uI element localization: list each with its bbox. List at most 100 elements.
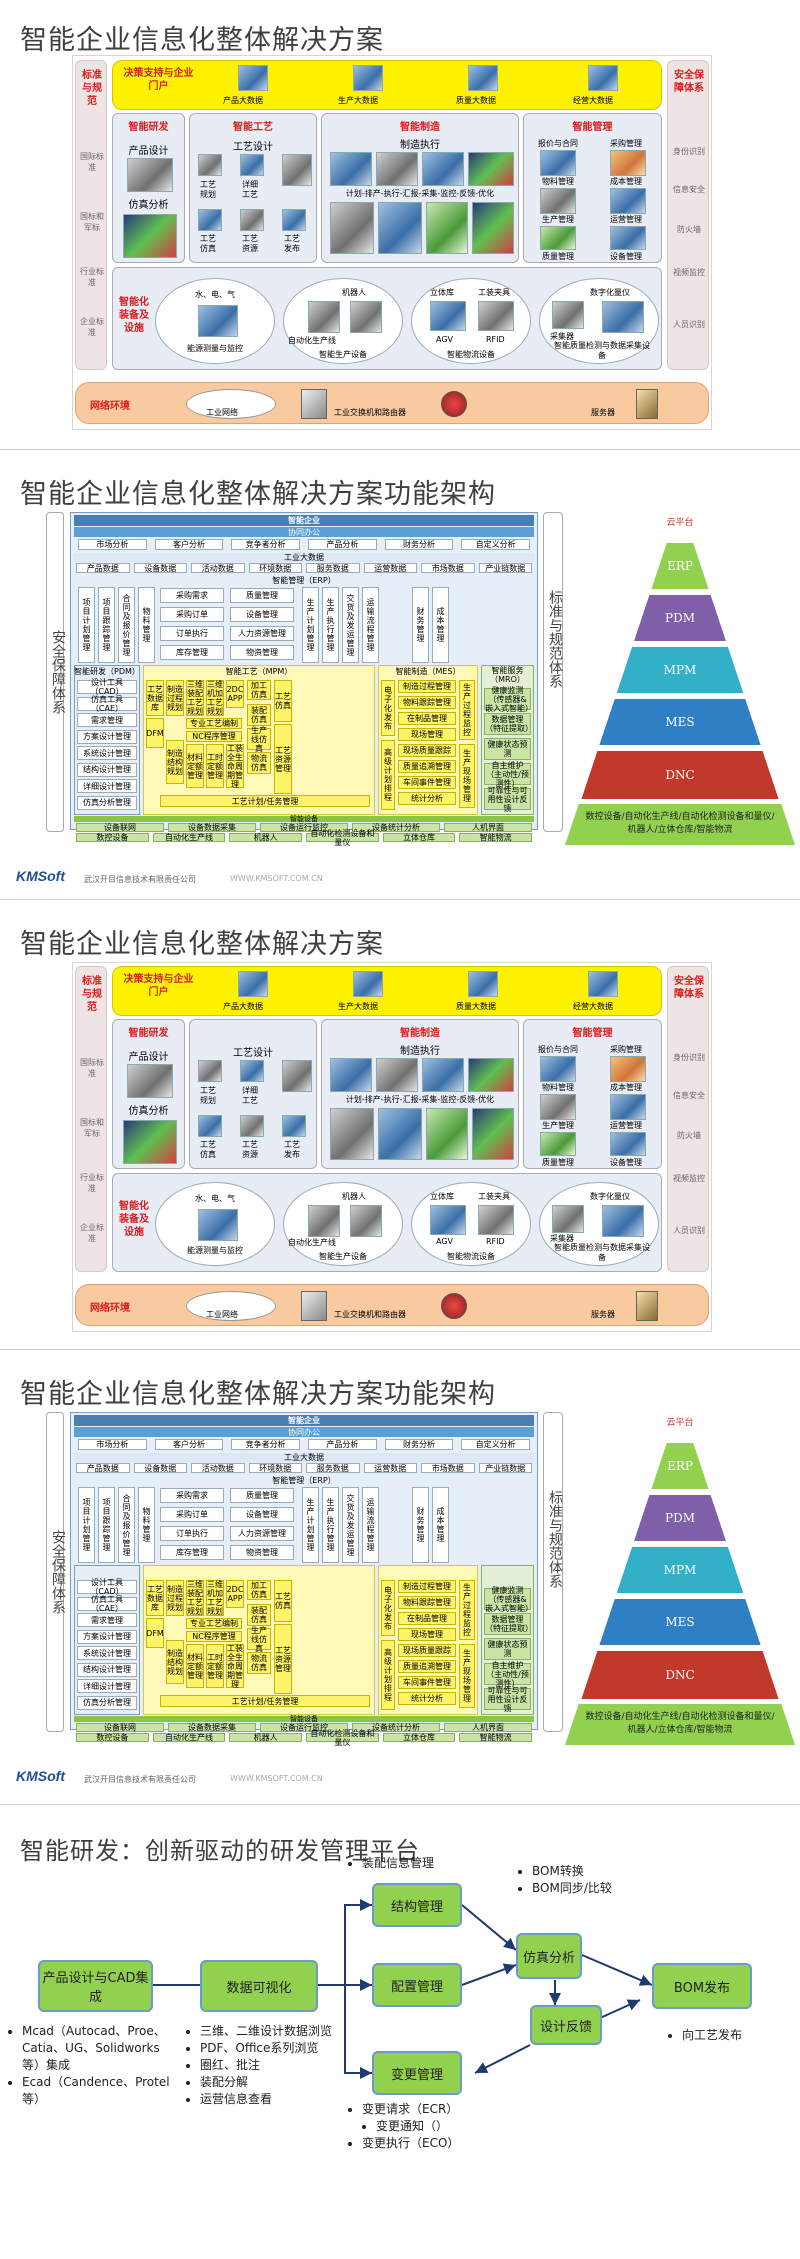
decision-item: 生产大数据 [338, 1002, 378, 1011]
mes-item: 物料跟踪管理 [398, 1596, 456, 1609]
solution-diagram [72, 55, 712, 430]
mpm-item: 工艺数据库 [146, 680, 164, 716]
mes-item: 高级计划排程 [381, 740, 395, 810]
mpm-item: 装配仿真 [247, 1604, 271, 1626]
pyramid-layer [664, 1396, 696, 1443]
mpm-item: NC程序管理 [186, 1631, 242, 1642]
standards-label: 标准与规范体系 [547, 1490, 563, 1588]
standard-item: 国际标准 [80, 1058, 104, 1078]
mes-screen-image [330, 1108, 374, 1160]
bigdata-item: 产业链数据 [478, 1463, 532, 1473]
device-item: 设备统计分析 [352, 823, 440, 832]
collab-item: 产品分析 [308, 539, 377, 550]
manufacturing-subtitle: 制造执行 [400, 140, 440, 151]
page-title: 智能企业信息化整体解决方案 [20, 25, 384, 56]
pyramid-layer [631, 593, 729, 643]
pyramid-label: 云平台 [666, 516, 693, 528]
erp-item: 人力资源管理 [230, 1526, 294, 1541]
energy-meter-image [198, 1209, 238, 1241]
management-item: 设备管理 [610, 252, 642, 261]
process-item: 工艺发布 [284, 1140, 300, 1159]
equipment-label: 能源测量与监控 [187, 1246, 243, 1255]
management-image [610, 188, 646, 214]
erp-item: 生产执行管理 [322, 587, 339, 663]
erp-item: 运输流程管理 [362, 587, 379, 663]
network-item: 工业网络 [206, 1310, 238, 1319]
management-item: 采购管理 [610, 1045, 642, 1054]
erp-item: 生产计划管理 [302, 1487, 319, 1563]
management-panel: 智能管理 报价与合同 采购管理 物料管理 成本管理 生产管理 运营管理 质量管理… [523, 113, 662, 263]
dashboard-thumbnail [588, 65, 618, 91]
arrow-line [461, 1963, 517, 1986]
equipment-group: 数字化量仪 采集器 智能质量检测与数据采集设备 [539, 1182, 659, 1266]
device-header: 智能设备 [74, 1716, 534, 1723]
equipment-label: 数字化量仪 [590, 288, 630, 297]
data-visualization-box: 数据可视化 [200, 1960, 318, 2012]
mpm-item: 物流仿真 [247, 752, 271, 774]
standard-item: 国标和军标 [80, 212, 104, 232]
mes-item: 生产现场管理 [459, 744, 475, 808]
device-item: 设备运行监控 [260, 823, 348, 832]
bigdata-item: 活动数据 [191, 563, 245, 573]
management-image [610, 150, 646, 176]
rd-item: 系统设计管理 [77, 746, 137, 760]
management-item: 物料管理 [542, 177, 574, 186]
mpm-item: 工艺仿真 [274, 1580, 292, 1622]
mes-item: 电子化发布 [381, 680, 395, 736]
rd-item: 仿真分析管理 [77, 795, 137, 810]
erp-item: 采购需求 [160, 588, 224, 603]
solution-diagram [72, 962, 712, 1332]
pyramid-layer [664, 496, 696, 543]
security-item: 防火墙 [677, 225, 701, 234]
equipment-label: 立体库 [430, 1192, 454, 1201]
erp-item: 物料管理 [138, 587, 155, 663]
viz-bullet: 装配分解 [200, 2074, 338, 2091]
slide-rd-platform: 智能研发：创新驱动的研发管理平台 产品设计与CAD集成 数据可视化 结构管理 配… [0, 1805, 800, 2259]
decision-title: 决策支持与企业门户 [123, 974, 194, 998]
mpm-item: 2DC APP [226, 1580, 244, 1608]
mpm-item: 工装全生命周期管理 [226, 743, 244, 789]
rd-item: 仿真分析管理 [77, 1695, 137, 1710]
management-image [540, 226, 576, 250]
process-image [282, 1060, 312, 1092]
process-image [198, 209, 222, 231]
design-model-image [127, 1064, 173, 1098]
rd-item: 仿真分析 [128, 1106, 169, 1117]
management-title: 智能管理 [572, 122, 613, 133]
bigdata-item: 服务数据 [306, 1463, 360, 1473]
erp-item: 成本管理 [432, 587, 449, 663]
device-item: 立体仓库 [382, 833, 456, 842]
mes-screen-image [422, 152, 464, 186]
bigdata-item: 活动数据 [191, 1463, 245, 1473]
management-item: 成本管理 [610, 177, 642, 186]
switch-icon [301, 1291, 327, 1321]
manufacturing-subtitle: 制造执行 [400, 1046, 440, 1057]
process-image [198, 1060, 222, 1082]
equipment-group: 水、电、气 能源测量与监控 [155, 278, 275, 364]
collab-item: 竞争者分析 [231, 1439, 300, 1450]
rd-item: 结构设计管理 [77, 1662, 137, 1677]
management-item: 生产管理 [542, 215, 574, 224]
mpm-section-title: 智能工艺（MPM） [225, 666, 293, 676]
security-panel: 安全保障体系 身份识别 信息安全 防火墙 视频监控 人员识别 [667, 966, 709, 1272]
management-image [540, 150, 576, 176]
equipment-label: 智能质量检测与数据采集设备 [554, 341, 650, 360]
change-bullet: 变更执行（ECO） [362, 2135, 510, 2152]
collab-item: 自定义分析 [461, 539, 530, 550]
equipment-label: 智能质量检测与数据采集设备 [554, 1243, 650, 1262]
erp-item: 设备管理 [230, 1507, 294, 1522]
rd-item: 仿真工具（CAE） [77, 1595, 137, 1613]
pyramid-label: PDM [665, 1511, 695, 1525]
mes-section-title: 智能制造（MES） [395, 666, 461, 676]
server-icon [636, 1291, 658, 1321]
mes-screen-image [468, 152, 514, 186]
erp-item: 运输流程管理 [362, 1487, 379, 1563]
equipment-label: 机器人 [342, 288, 366, 297]
pyramid-layer [578, 1649, 782, 1701]
dashboard-thumbnail [353, 65, 383, 91]
process-image [282, 1115, 306, 1137]
pyramid-label: PDM [665, 611, 695, 625]
mes-item: 生产过程监控 [459, 1580, 475, 1640]
mpm-item: 三维装配工艺规划 [186, 680, 204, 716]
pyramid-layer [596, 697, 764, 747]
